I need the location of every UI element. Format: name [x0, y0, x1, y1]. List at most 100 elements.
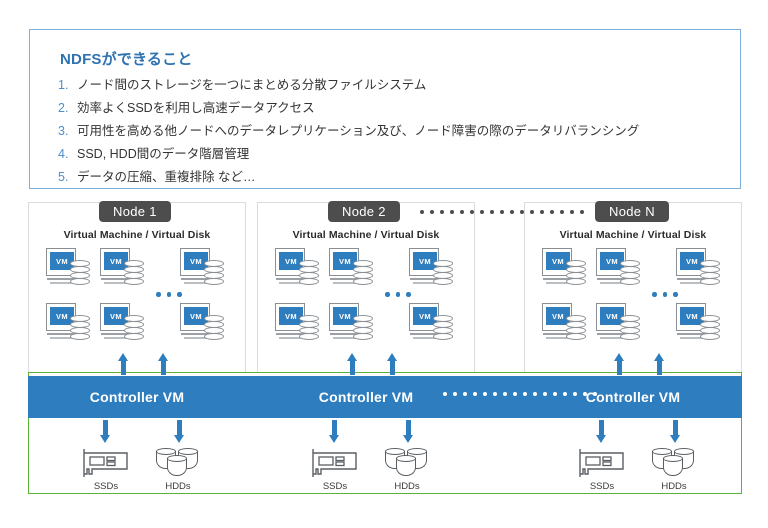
- vm-ellipsis: [385, 292, 411, 297]
- arrow-up-icon: [614, 353, 625, 375]
- list-item: 3. 可用性を高める他ノードへのデータレプリケーション及び、ノード障害の際のデー…: [58, 120, 730, 143]
- arrow-down-icon: [100, 420, 111, 443]
- dot: [593, 392, 597, 396]
- dot: [510, 210, 514, 214]
- dot: [662, 292, 667, 297]
- virtual-disk-icon: [204, 260, 224, 286]
- virtual-disk-icon: [566, 260, 586, 286]
- vm-screen-label: VM: [184, 252, 208, 270]
- vm-stand: [101, 333, 133, 335]
- vm-stand: [543, 278, 575, 280]
- vm-base: [279, 282, 305, 284]
- virtual-disk-icon: [70, 260, 90, 286]
- dot: [480, 210, 484, 214]
- node-separator-dots: [420, 210, 584, 214]
- hdd-cylinder: [167, 455, 187, 479]
- ssd-device: SSDs: [78, 448, 134, 492]
- hdd-cylinder: [396, 455, 416, 479]
- vm-icon: VM: [100, 303, 144, 345]
- hdd-label: HDDs: [661, 481, 687, 492]
- virtual-disk-icon: [353, 315, 373, 341]
- virtual-disk-icon: [70, 315, 90, 341]
- vm-screen-label: VM: [680, 307, 704, 325]
- vm-base: [104, 337, 130, 339]
- arrow-shaft: [657, 360, 662, 375]
- dot: [453, 392, 457, 396]
- disk-ring: [204, 333, 224, 340]
- dot: [513, 392, 517, 396]
- dot: [440, 210, 444, 214]
- vm-base: [680, 282, 706, 284]
- vm-stand: [597, 333, 629, 335]
- vm-screen-label: VM: [333, 307, 357, 325]
- dot: [550, 210, 554, 214]
- arrow-head: [387, 353, 397, 361]
- dot: [166, 292, 171, 297]
- vm-icon: VM: [275, 248, 319, 290]
- vm-stand: [276, 333, 308, 335]
- dot: [395, 292, 400, 297]
- cluster-diagram: Node 1 Node 2 Node N Virtual Machine / V…: [0, 196, 768, 528]
- vm-icon: VM: [542, 248, 586, 290]
- vm-icon: VM: [100, 248, 144, 290]
- vm-screen-label: VM: [50, 252, 74, 270]
- list-item-number: 3.: [58, 124, 69, 138]
- vm-screen-label: VM: [104, 252, 128, 270]
- hdd-cylinder: [663, 455, 683, 479]
- vm-screen-label: VM: [104, 307, 128, 325]
- info-card-title: NDFSができること: [60, 51, 193, 68]
- virtual-disk-icon: [620, 315, 640, 341]
- vm-stand: [47, 278, 79, 280]
- arrow-shaft: [617, 360, 622, 375]
- cylinder-top: [385, 448, 405, 455]
- vm-icon: VM: [180, 303, 224, 345]
- arrow-head: [118, 353, 128, 361]
- vm-stand: [101, 278, 133, 280]
- vm-heading-1: Virtual Machine / Virtual Disk: [63, 229, 211, 241]
- arrow-head: [670, 435, 680, 443]
- arrow-head: [174, 435, 184, 443]
- arrow-head: [614, 353, 624, 361]
- vm-ellipsis: [652, 292, 678, 297]
- virtual-disk-icon: [124, 315, 144, 341]
- dot: [503, 392, 507, 396]
- virtual-disk-icon: [299, 315, 319, 341]
- arrow-up-icon: [347, 353, 358, 375]
- vm-ellipsis: [156, 292, 182, 297]
- vm-base: [680, 337, 706, 339]
- vm-screen-label: VM: [546, 252, 570, 270]
- controller-vm-label-3: Controller VM: [585, 389, 681, 405]
- arrow-head: [158, 353, 168, 361]
- arrow-head: [403, 435, 413, 443]
- node-badge-2: Node 2: [328, 201, 400, 222]
- list-item-number: 4.: [58, 147, 69, 161]
- vm-stand: [597, 278, 629, 280]
- vm-icon: VM: [676, 303, 720, 345]
- arrow-shaft: [121, 360, 126, 375]
- cylinder-body: [396, 458, 416, 476]
- ssd-device: SSDs: [574, 448, 630, 492]
- cylinder-top: [156, 448, 176, 455]
- arrow-down-icon: [596, 420, 607, 443]
- arrow-up-icon: [118, 353, 129, 375]
- disk-ring: [620, 333, 640, 340]
- dot: [553, 392, 557, 396]
- list-item-text: ノード間のストレージを一つにまとめる分散ファイルシステム: [77, 78, 427, 92]
- list-item-text: 可用性を高める他ノードへのデータレプリケーション及び、ノード障害の際のデータリバ…: [77, 124, 640, 138]
- disk-ring: [433, 278, 453, 285]
- hdd-icon: [156, 448, 200, 478]
- dot: [177, 292, 182, 297]
- dot: [483, 392, 487, 396]
- vm-screen-label: VM: [600, 307, 624, 325]
- dot: [406, 292, 411, 297]
- vm-base: [104, 282, 130, 284]
- list-item-number: 5.: [58, 170, 69, 184]
- cylinder-body: [663, 458, 683, 476]
- vm-screen-label: VM: [279, 307, 303, 325]
- disk-ring: [204, 278, 224, 285]
- vm-base: [546, 337, 572, 339]
- info-card-list: 1. ノード間のストレージを一つにまとめる分散ファイルシステム 2. 効率よくS…: [58, 74, 730, 189]
- vm-base: [600, 282, 626, 284]
- vm-monitor-icon: VM: [596, 248, 626, 276]
- disk-ring: [70, 333, 90, 340]
